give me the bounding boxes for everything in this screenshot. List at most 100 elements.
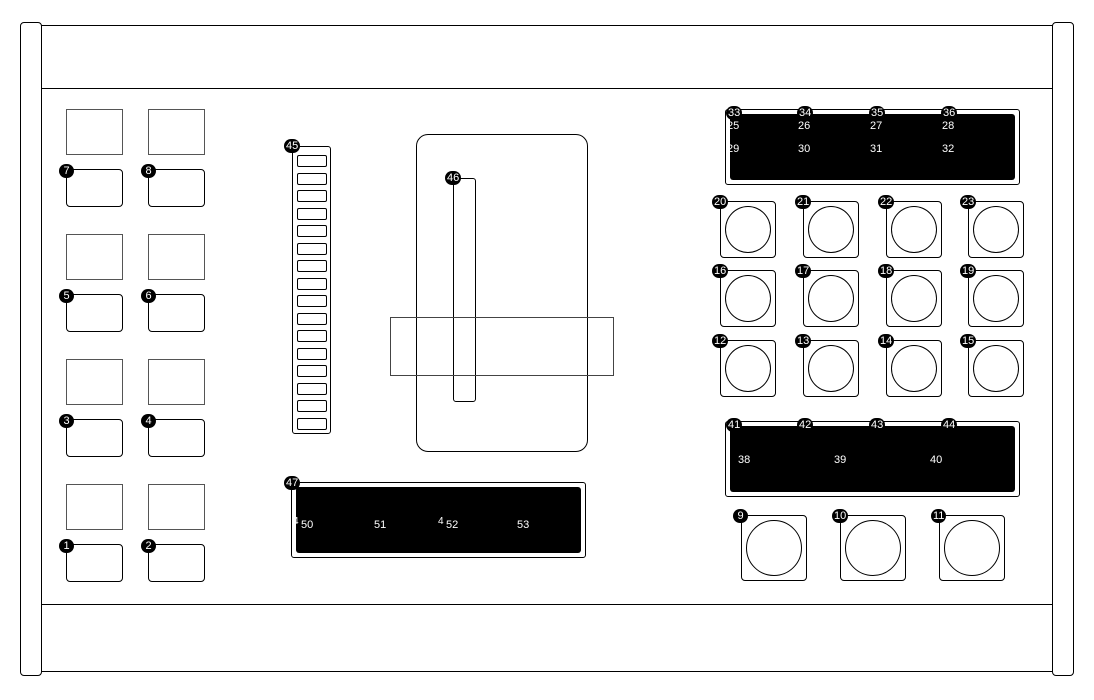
meter-segment <box>297 225 327 237</box>
left-button-badge: 1 <box>59 539 74 553</box>
knob[interactable] <box>720 340 776 397</box>
display-badge: 35 <box>869 106 886 120</box>
display-screen <box>730 426 1015 492</box>
knob-badge: 9 <box>733 509 748 523</box>
meter-segment <box>297 400 327 412</box>
knob-dial-icon <box>725 206 771 253</box>
meter-segment <box>297 190 327 202</box>
unlabeled-pad[interactable] <box>148 359 205 405</box>
knob-badge: 17 <box>795 264 812 278</box>
knob[interactable] <box>720 201 776 258</box>
left-button[interactable] <box>148 169 205 207</box>
knob[interactable] <box>886 340 942 397</box>
left-button[interactable] <box>66 419 123 457</box>
unlabeled-pad[interactable] <box>66 484 123 530</box>
knob-badge: 12 <box>712 334 729 348</box>
meter-segment <box>297 260 327 272</box>
display-label: 30 <box>798 143 811 155</box>
display-badge: 47 <box>284 476 301 490</box>
meter-segment <box>297 277 327 290</box>
knob-dial-icon <box>808 345 854 392</box>
fader-slot[interactable] <box>453 178 476 402</box>
left-button[interactable] <box>148 419 205 457</box>
meter-segment <box>297 242 327 255</box>
meter-segment <box>297 365 327 377</box>
knob-badge: 21 <box>795 195 812 209</box>
level-meter <box>292 146 331 434</box>
left-button[interactable] <box>148 294 205 332</box>
knob[interactable] <box>803 340 859 397</box>
display-sub-label: 4 <box>293 516 299 527</box>
knob[interactable] <box>720 270 776 327</box>
left-button[interactable] <box>148 544 205 582</box>
display-badge: 41 <box>726 418 743 432</box>
left-end-cap <box>20 22 42 676</box>
left-button-badge: 7 <box>59 164 74 178</box>
display-badge: 36 <box>941 106 958 120</box>
meter-badge: 45 <box>284 139 301 153</box>
knob-badge: 13 <box>795 334 812 348</box>
meter-segment <box>297 382 327 395</box>
display-label: 27 <box>870 120 883 132</box>
meter-segment <box>297 207 327 220</box>
knob[interactable] <box>968 201 1024 258</box>
knob[interactable] <box>886 270 942 327</box>
display-label: 25 <box>727 120 740 132</box>
display-screen <box>730 114 1015 180</box>
knob-badge: 14 <box>878 334 895 348</box>
unlabeled-pad[interactable] <box>66 359 123 405</box>
unlabeled-pad[interactable] <box>148 234 205 280</box>
knob-badge: 11 <box>931 509 947 523</box>
display-badge: 42 <box>797 418 814 432</box>
meter-segment <box>297 155 327 167</box>
large-knob[interactable] <box>840 515 906 581</box>
unlabeled-pad[interactable] <box>66 234 123 280</box>
display-sub-label: 4 <box>438 516 444 527</box>
left-button[interactable] <box>66 294 123 332</box>
meter-segment <box>297 295 327 307</box>
large-knob[interactable] <box>741 515 807 581</box>
knob-dial-icon <box>944 520 1000 576</box>
knob-badge: 23 <box>960 195 977 209</box>
display-cell-label: 40 <box>930 454 943 466</box>
knob-dial-icon <box>973 345 1019 392</box>
knob[interactable] <box>968 270 1024 327</box>
display-badge: 43 <box>869 418 886 432</box>
left-button[interactable] <box>66 544 123 582</box>
knob-badge: 18 <box>878 264 895 278</box>
knob-dial-icon <box>973 275 1019 322</box>
knob-badge: 10 <box>832 509 849 523</box>
knob[interactable] <box>803 270 859 327</box>
large-knob[interactable] <box>939 515 1005 581</box>
left-button-badge: 5 <box>59 289 74 303</box>
knob[interactable] <box>968 340 1024 397</box>
left-button-badge: 2 <box>141 539 156 553</box>
meter-segment <box>297 347 327 360</box>
unlabeled-pad[interactable] <box>148 109 205 155</box>
fader-cap[interactable] <box>390 317 614 376</box>
display-cell-label: 51 <box>374 519 387 531</box>
knob-dial-icon <box>808 275 854 322</box>
unlabeled-pad[interactable] <box>66 109 123 155</box>
display-cell-label: 53 <box>517 519 530 531</box>
left-button[interactable] <box>66 169 123 207</box>
knob-dial-icon <box>891 206 937 253</box>
left-button-badge: 6 <box>141 289 156 303</box>
knob-badge: 15 <box>960 334 977 348</box>
knob-badge: 20 <box>712 195 729 209</box>
knob[interactable] <box>803 201 859 258</box>
display-badge: 44 <box>941 418 958 432</box>
knob-dial-icon <box>808 206 854 253</box>
knob-dial-icon <box>891 275 937 322</box>
display-badge: 34 <box>797 106 814 120</box>
knob-badge: 22 <box>878 195 895 209</box>
knob-dial-icon <box>725 275 771 322</box>
knob-dial-icon <box>725 345 771 392</box>
right-end-cap <box>1052 22 1074 676</box>
display-cell-label: 38 <box>738 454 751 466</box>
knob[interactable] <box>886 201 942 258</box>
knob-dial-icon <box>746 520 802 576</box>
unlabeled-pad[interactable] <box>148 484 205 530</box>
